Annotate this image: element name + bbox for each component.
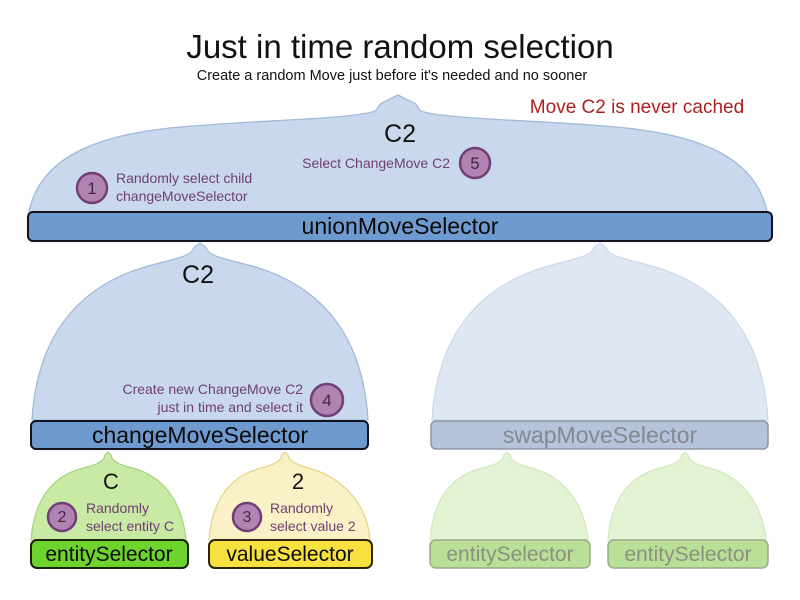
swap-move-selector-label: swapMoveSelector — [503, 422, 698, 448]
swap-move-selector-group: swapMoveSelector — [430, 242, 769, 450]
step-1-text-line2: changeMoveSelector — [116, 188, 248, 204]
change-move-selector-group: C2 Create new ChangeMove C2 just in time… — [30, 242, 369, 450]
step-1-text-line1: Randomly select child — [116, 170, 252, 186]
step-3-circle — [231, 501, 263, 533]
swap-move-selector-bar — [430, 420, 769, 450]
step-3-text-line2: select value 2 — [270, 518, 356, 534]
change-output-label: C2 — [182, 261, 214, 289]
union-move-selector-group: C2 Select ChangeMove C2 5 1 Randomly sel… — [27, 94, 773, 242]
change-move-selector-bar — [30, 420, 369, 450]
step-4-text-line2: just in time and select it — [156, 399, 303, 415]
step-1-number: 1 — [87, 179, 96, 198]
union-funnel-shape — [28, 94, 768, 213]
union-move-selector-label: unionMoveSelector — [302, 213, 499, 239]
entity-selector-bar — [30, 539, 189, 569]
entity-output-label: C — [103, 469, 119, 494]
change-funnel-shape — [31, 242, 369, 421]
swap-entity-left-funnel-shape — [429, 451, 589, 541]
value-output-label: 2 — [292, 469, 304, 494]
step-5-circle — [458, 146, 492, 180]
union-output-label: C2 — [384, 120, 416, 148]
step-5-number: 5 — [470, 154, 479, 173]
swap-entity-right-funnel-shape — [607, 451, 767, 541]
entity-selector-label: entitySelector — [45, 543, 172, 566]
step-4-circle — [309, 382, 345, 418]
step-3-number: 3 — [243, 509, 252, 526]
value-selector-group: 2 3 Randomly select value 2 valueSelecto… — [208, 451, 373, 569]
page-title: Just in time random selection — [186, 28, 613, 65]
swap-entity-selector-right-label: entitySelector — [624, 543, 751, 566]
value-selector-label: valueSelector — [226, 543, 353, 566]
swap-entity-selector-left-group: entitySelector — [429, 451, 591, 569]
step-2-text-line2: select entity C — [86, 518, 174, 534]
never-cached-note: Move C2 is never cached — [530, 97, 744, 118]
step-2-text-line1: Randomly — [86, 500, 149, 516]
swap-funnel-shape — [431, 242, 769, 421]
page-subtitle: Create a random Move just before it's ne… — [197, 68, 588, 84]
swap-entity-selector-left-bar — [429, 539, 591, 569]
step-5-text: Select ChangeMove C2 — [302, 155, 450, 171]
step-2-number: 2 — [58, 509, 67, 526]
swap-entity-selector-right-group: entitySelector — [607, 451, 769, 569]
swap-entity-selector-right-bar — [607, 539, 769, 569]
swap-entity-selector-left-label: entitySelector — [446, 543, 573, 566]
value-selector-bar — [208, 539, 373, 569]
entity-selector-group: C 2 Randomly select entity C entitySelec… — [30, 451, 189, 569]
step-4-number: 4 — [322, 391, 331, 410]
union-move-selector-bar — [27, 211, 773, 242]
step-3-text-line1: Randomly — [270, 500, 333, 516]
step-4-text-line1: Create new ChangeMove C2 — [122, 381, 303, 397]
step-2-circle — [46, 501, 78, 533]
step-1-circle — [75, 171, 109, 205]
change-move-selector-label: changeMoveSelector — [92, 422, 308, 448]
